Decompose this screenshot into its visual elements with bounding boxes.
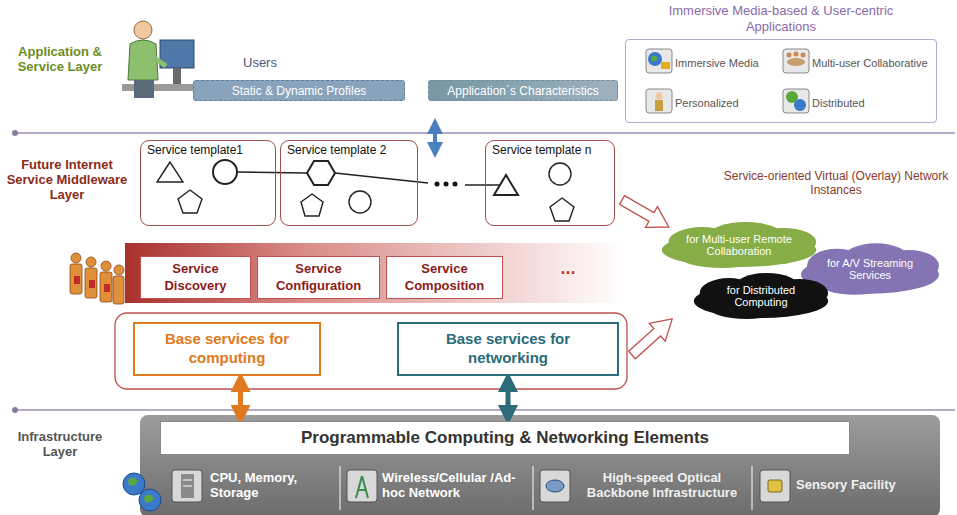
node-text: Base services for computing bbox=[143, 330, 311, 368]
resource-label: CPU, Memory, Storage bbox=[210, 471, 334, 501]
base-service-box: Base services for computing bbox=[133, 322, 321, 376]
layer-separator bbox=[12, 130, 955, 413]
characteristics-box: Application´s Characteristics bbox=[428, 80, 618, 101]
application-group: Immersive Media-based & User-centric App… bbox=[625, 3, 937, 123]
hollow-arrow bbox=[624, 310, 680, 364]
application-frame bbox=[625, 39, 937, 123]
node-text: Service template 2 bbox=[287, 143, 411, 157]
application-icons bbox=[646, 49, 809, 113]
application-item: Multi-user Collaborative bbox=[782, 47, 933, 79]
service-template: Service template1 bbox=[140, 140, 276, 226]
template-shapes bbox=[157, 160, 574, 221]
base-service-box: Base services for networking bbox=[397, 322, 619, 376]
base-services-frame bbox=[115, 313, 627, 389]
resource-label: High-speed Optical Backbone Infrastructu… bbox=[576, 471, 748, 501]
developer-group bbox=[70, 253, 124, 304]
layer-label: Application & Service Layer bbox=[6, 45, 114, 75]
infrastructure-icons bbox=[172, 470, 790, 502]
node-text: Immersive Media-based & User-centric App… bbox=[656, 3, 906, 34]
ellipsis-label: ... bbox=[548, 258, 588, 279]
service-band bbox=[125, 243, 625, 303]
service-function-box: Service Configuration bbox=[257, 256, 380, 299]
application-item: Immersive Media bbox=[645, 47, 775, 79]
section-label: Service-oriented Virtual (Overlay) Netwo… bbox=[722, 170, 950, 198]
infrastructure-band bbox=[140, 415, 940, 515]
service-template: Service template 2 bbox=[280, 140, 418, 226]
virtual-network-cloud: for Distributed Computing bbox=[688, 271, 834, 321]
layer-label: Future Internet Service Middleware Layer bbox=[3, 158, 131, 203]
profile-box: Static & Dynamic Profiles bbox=[193, 80, 405, 101]
node-text: Service Discovery bbox=[141, 261, 250, 294]
service-function-box: Service Composition bbox=[386, 256, 503, 299]
application-item: Distributed bbox=[782, 87, 927, 119]
node-text: Service template n bbox=[492, 143, 608, 157]
band-divider bbox=[340, 466, 752, 510]
node-text: Application´s Characteristics bbox=[447, 84, 598, 98]
globe-icon bbox=[123, 473, 161, 511]
node-text: Multi-user Collaborative bbox=[812, 57, 928, 69]
node-text: Base services for networking bbox=[407, 330, 609, 368]
node-text: for A/V Streaming Services bbox=[819, 257, 921, 281]
node-text: for Multi-user Remote Collaboration bbox=[677, 233, 801, 257]
node-text: Personalized bbox=[675, 97, 739, 109]
node-text: Service template1 bbox=[147, 143, 269, 157]
hollow-arrow bbox=[616, 190, 675, 238]
user-label: Users bbox=[243, 56, 303, 71]
application-item: Personalized bbox=[645, 87, 775, 119]
user-figure bbox=[122, 21, 200, 98]
node-text: Service Configuration bbox=[258, 261, 379, 294]
service-function-box: Service Discovery bbox=[140, 256, 251, 299]
virtual-network-cloud: for Multi-user Remote Collaboration bbox=[655, 220, 823, 270]
node-text: Service Composition bbox=[387, 261, 502, 294]
node-text: Static & Dynamic Profiles bbox=[232, 84, 367, 98]
node-text: Distributed bbox=[812, 97, 865, 109]
double-arrow-connector bbox=[506, 382, 511, 415]
node-text: Immersive Media bbox=[675, 57, 759, 69]
infrastructure-box: Programmable Computing & Networking Elem… bbox=[160, 421, 850, 455]
resource-label: Sensory Facility bbox=[796, 478, 926, 493]
double-arrow-connector bbox=[238, 382, 243, 415]
layer-arrow bbox=[433, 126, 437, 150]
continuation-dots bbox=[435, 182, 458, 187]
node-text: for Distributed Computing bbox=[710, 284, 812, 308]
service-template: Service template n bbox=[485, 140, 615, 226]
node-text: Programmable Computing & Networking Elem… bbox=[301, 428, 709, 448]
resource-label: Wireless/Cellular /Ad-hoc Network bbox=[382, 471, 530, 501]
layer-label: Infrastructure Layer bbox=[10, 430, 110, 460]
